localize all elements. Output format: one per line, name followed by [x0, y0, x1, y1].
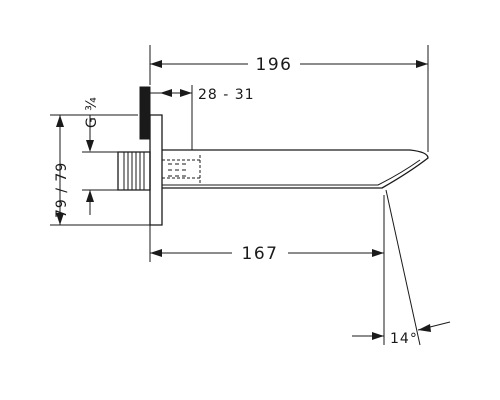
- angle-line: [386, 190, 420, 345]
- spout-inner-line: [162, 160, 420, 185]
- dimension-label-196: 196: [256, 55, 293, 75]
- arrow-head: [56, 213, 64, 225]
- wall-plate: [140, 87, 162, 225]
- arrow-head: [416, 60, 428, 68]
- dimension-label-thread: G ¾: [84, 96, 100, 128]
- dimension-label-79-79: 79 / 79: [54, 162, 70, 218]
- dimension-overall-length: 196: [150, 45, 428, 152]
- arrow-head: [372, 332, 384, 340]
- arrow-head: [418, 324, 431, 332]
- arrow-head: [150, 249, 162, 257]
- connector-body: [118, 152, 150, 190]
- wall-hatch: [140, 87, 150, 139]
- arrow-head: [86, 190, 94, 202]
- dimension-height: 79 / 79 G ¾: [50, 96, 150, 225]
- dimension-label-167: 167: [242, 244, 279, 264]
- dimension-wall-thickness: 28 - 31: [150, 85, 255, 150]
- threaded-connector: [118, 152, 150, 190]
- hatch-marks: [168, 164, 186, 176]
- arrow-head: [372, 249, 384, 257]
- escutcheon: [150, 115, 162, 225]
- arrow-head: [86, 140, 94, 152]
- arrow-head: [150, 60, 162, 68]
- spout-internal-detail: [162, 155, 200, 183]
- arrow-head: [180, 89, 192, 97]
- arrow-head: [160, 89, 172, 97]
- dimension-angle: 14°: [352, 190, 450, 347]
- spout-body: [162, 150, 428, 188]
- dimension-label-28-31: 28 - 31: [198, 87, 255, 103]
- dimension-spout-length: 167: [150, 195, 384, 345]
- spout-outline: [162, 150, 428, 188]
- arrow-head: [56, 115, 64, 127]
- dimension-label-angle: 14°: [390, 331, 418, 347]
